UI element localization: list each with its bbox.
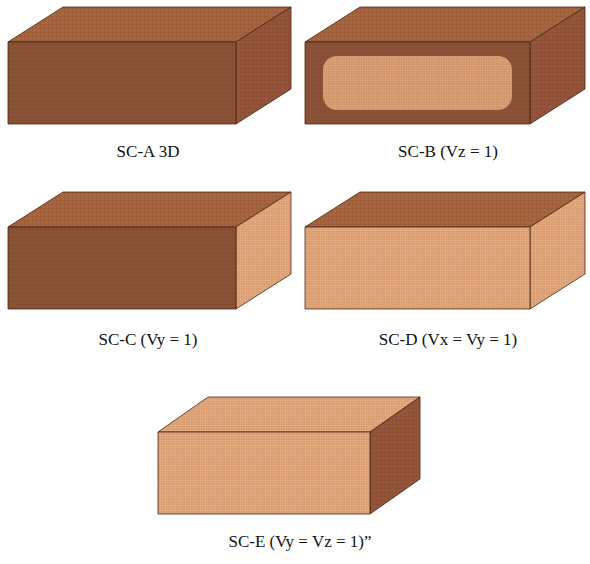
mesh-block — [305, 192, 585, 309]
mesh-grid — [8, 42, 236, 124]
block-edge — [530, 192, 585, 309]
mesh-block — [8, 7, 291, 124]
figure-caption: SC-B (Vz = 1) — [398, 142, 498, 162]
figure-caption: SC-D (Vx = Vy = 1) — [379, 330, 517, 350]
mesh-grid — [8, 227, 236, 309]
block-face — [236, 7, 291, 124]
block-face — [8, 227, 236, 309]
block-edge — [236, 192, 291, 309]
block-face — [236, 192, 291, 309]
figure-caption: SC-C (Vy = 1) — [99, 330, 198, 350]
block-face — [370, 397, 420, 514]
figure-caption: SC-A 3D — [117, 142, 180, 162]
block-edge — [8, 227, 236, 309]
mesh-grid — [530, 7, 585, 124]
block-face — [530, 192, 585, 309]
figure-caption: SC-E (Vy = Vz = 1)” — [228, 532, 371, 552]
block-edge — [305, 227, 530, 309]
mesh-block — [305, 7, 585, 124]
mesh-grid — [305, 42, 530, 124]
block-face — [158, 432, 370, 514]
refined-region — [323, 56, 512, 110]
block-edge — [236, 7, 291, 124]
block-edge — [370, 397, 420, 514]
mesh-block — [158, 397, 420, 514]
block-edge — [158, 432, 370, 514]
block-edge — [530, 7, 585, 124]
block-face — [305, 42, 530, 124]
mesh-grid — [370, 397, 420, 514]
block-face — [8, 42, 236, 124]
block-edge — [8, 42, 236, 124]
mesh-grid — [236, 7, 291, 124]
block-face — [305, 227, 530, 309]
block-face — [530, 7, 585, 124]
block-edge — [305, 42, 530, 124]
mesh-block — [8, 192, 291, 309]
